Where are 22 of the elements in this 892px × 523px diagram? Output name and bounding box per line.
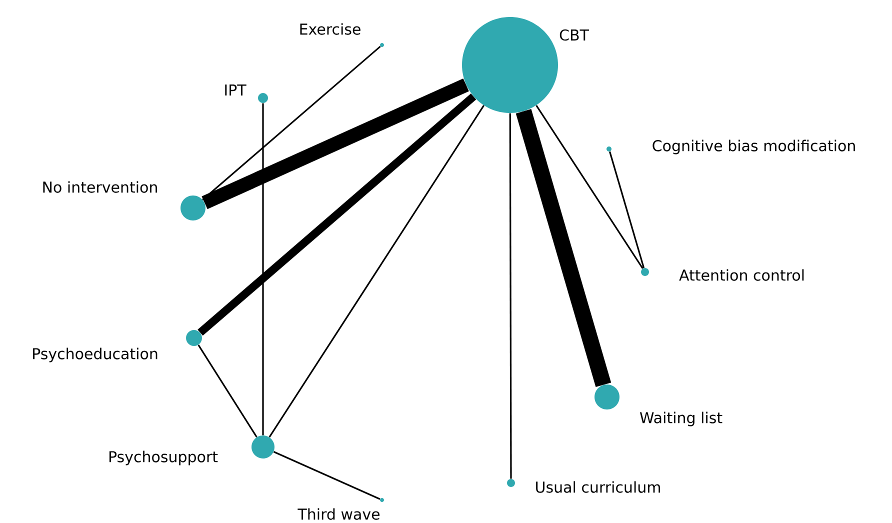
network-link bbox=[516, 109, 612, 388]
node-label: Psychoeducation bbox=[33, 348, 158, 362]
node-label: IPT bbox=[225, 84, 246, 96]
network-link bbox=[198, 344, 258, 438]
node-label: Usual curriculum bbox=[536, 481, 660, 493]
node-label: Third wave bbox=[298, 508, 380, 520]
node-label: Exercise bbox=[300, 23, 360, 35]
node-label: No intervention bbox=[43, 181, 157, 193]
node-label: CBT bbox=[560, 29, 589, 41]
node-label: Attention control bbox=[679, 269, 804, 281]
node-label: Cognitive bias modification bbox=[652, 140, 855, 154]
network-link bbox=[202, 46, 381, 200]
network-link bbox=[198, 93, 476, 336]
network-link bbox=[536, 104, 644, 269]
network-link bbox=[268, 105, 484, 438]
network-link bbox=[273, 451, 380, 500]
node-label: Waiting list bbox=[640, 412, 722, 426]
network-link bbox=[509, 113, 512, 479]
network-link bbox=[609, 151, 645, 268]
network-link bbox=[202, 78, 469, 210]
network-link bbox=[262, 103, 264, 436]
node-label: Psychosupport bbox=[109, 450, 218, 466]
